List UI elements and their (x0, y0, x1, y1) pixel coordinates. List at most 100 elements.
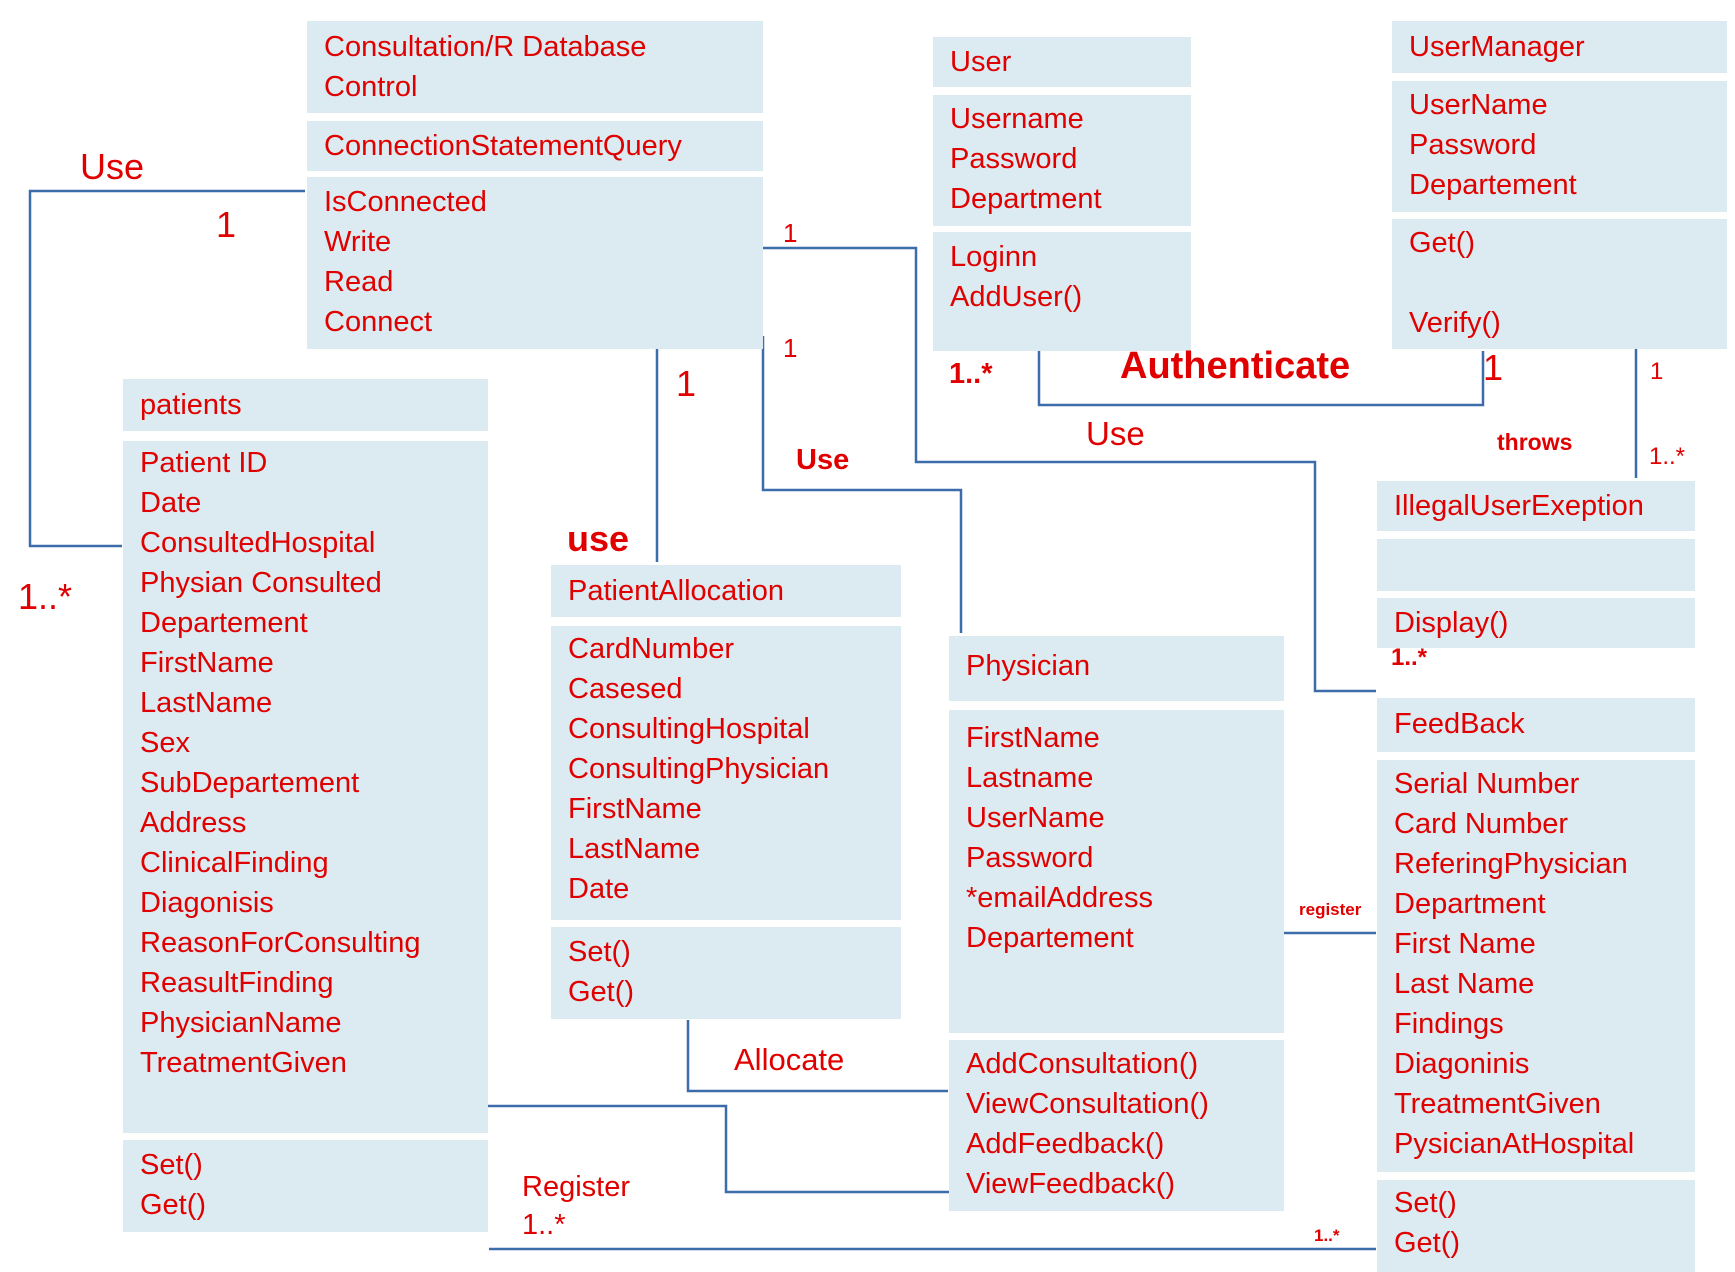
attribute: Departement (1409, 169, 1577, 201)
attribute: Physian Consulted (140, 567, 382, 599)
db-control-methods-box: IsConnected Write Read Connect (307, 177, 763, 349)
attribute: LastName (140, 687, 273, 719)
attribute: First Name (1394, 928, 1536, 960)
label-mult-register-left: 1..* (522, 1209, 566, 1241)
label-mult-exception-bottom: 1..* (1391, 644, 1428, 671)
method: AddConsultation() (966, 1048, 1199, 1080)
method: Display() (1394, 607, 1509, 639)
attribute: ReferingPhysician (1394, 848, 1628, 880)
attribute: SubDepartement (140, 767, 360, 799)
attribute: Last Name (1394, 968, 1535, 1000)
attribute: Password (950, 143, 1078, 175)
method: Set() (568, 936, 631, 968)
class-name: Control (324, 71, 418, 103)
method: Set() (1394, 1187, 1457, 1219)
attribute: ReasonForConsulting (140, 927, 421, 959)
label-mult-db-right-bottom: 1 (783, 333, 798, 363)
usermanager-attributes-box: UserName Password Departement (1392, 81, 1727, 212)
label-throws: throws (1497, 429, 1573, 455)
attribute: Password (1409, 129, 1537, 161)
label-mult-user-bottom: 1..* (949, 358, 993, 390)
patients-methods-box: Set() Get() (123, 1140, 488, 1232)
method: Get() (568, 976, 635, 1008)
label-mult-db-right-top: 1 (783, 218, 798, 248)
method: ViewFeedback() (966, 1168, 1176, 1200)
allocate-line (686, 1020, 948, 1093)
attribute: Lastname (966, 762, 1094, 794)
use-line-db-feedback (763, 246, 1376, 693)
method: AddUser() (950, 281, 1083, 313)
attribute: Department (950, 183, 1102, 215)
attribute: ConnectionStatementQuery (324, 130, 682, 162)
attribute: ConsultingHospital (568, 713, 810, 745)
method (1409, 263, 1710, 303)
attribute: TreatmentGiven (1394, 1088, 1601, 1120)
class-name: PatientAllocation (568, 575, 785, 607)
label-use-physician: Use (796, 444, 850, 476)
method: Write (324, 226, 392, 258)
label-mult-usermanager-auth: 1 (1483, 347, 1504, 388)
method: Get() (1394, 1227, 1461, 1259)
physician-attributes-box: FirstName Lastname UserName Password *em… (949, 710, 1284, 1033)
label-mult-register-right: 1..* (1314, 1226, 1340, 1245)
method: Verify() (1409, 307, 1501, 339)
attribute: Departement (966, 922, 1134, 954)
label-mult-exception-top: 1..* (1649, 443, 1686, 470)
method: AddFeedback() (966, 1128, 1165, 1160)
label-register-small: register (1299, 900, 1362, 919)
method: Loginn (950, 241, 1038, 273)
usermanager-methods-box: Get() Verify() (1392, 219, 1727, 349)
method: Read (324, 266, 394, 298)
attribute: Diagoninis (1394, 1048, 1530, 1080)
attribute: TreatmentGiven (140, 1047, 347, 1079)
attribute: Findings (1394, 1008, 1504, 1040)
label-use-allocation: use (567, 518, 630, 559)
use-line-db-physician (761, 336, 963, 633)
label-use-left: Use (80, 146, 145, 187)
patients-name-box: patients (123, 379, 488, 431)
attribute: Date (140, 487, 202, 519)
attribute: Address (140, 807, 247, 839)
use-line-db-patients (28, 189, 305, 548)
class-name: Physician (966, 650, 1091, 682)
attribute: PysicianAtHospital (1394, 1128, 1635, 1160)
db-control-attributes-box: ConnectionStatementQuery (307, 121, 763, 171)
label-use-feedback: Use (1086, 415, 1145, 452)
attribute: FirstName (140, 647, 274, 679)
attribute: UserName (1409, 89, 1548, 121)
patients-attributes-box: Patient ID Date ConsultedHospital Physia… (123, 441, 488, 1133)
attribute: FirstName (568, 793, 702, 825)
attribute: Patient ID (140, 447, 268, 479)
physician-name-box: Physician (949, 636, 1284, 701)
label-mult-patients-left: 1..* (18, 576, 73, 617)
class-name: Consultation/R Database (324, 31, 647, 63)
class-name: UserManager (1409, 31, 1585, 63)
patientallocation-name-box: PatientAllocation (551, 565, 901, 617)
method: Connect (324, 306, 433, 338)
patients-physician-line (472, 1104, 975, 1194)
class-name: IllegalUserExeption (1394, 490, 1644, 522)
attribute: Serial Number (1394, 768, 1580, 800)
db-control-name-box: Consultation/R Database Control (307, 21, 763, 113)
method: Set() (140, 1149, 203, 1181)
method: ViewConsultation() (966, 1088, 1209, 1120)
attribute: UserName (966, 802, 1105, 834)
physician-methods-box: AddConsultation() ViewConsultation() Add… (949, 1040, 1284, 1211)
user-name-box: User (933, 37, 1191, 87)
label-allocate: Allocate (734, 1042, 845, 1077)
user-methods-box: Loginn AddUser() (933, 232, 1191, 351)
label-register: Register (522, 1171, 630, 1203)
feedback-attributes-box: Serial Number Card Number ReferingPhysic… (1377, 760, 1695, 1172)
attribute: PhysicianName (140, 1007, 342, 1039)
attribute: Departement (140, 607, 308, 639)
usermanager-name-box: UserManager (1392, 21, 1727, 73)
attribute: FirstName (966, 722, 1100, 754)
label-mult-usermanager-throws: 1 (1650, 358, 1664, 385)
feedback-name-box: FeedBack (1377, 698, 1695, 752)
class-name: FeedBack (1394, 708, 1525, 740)
attribute: Diagonisis (140, 887, 274, 919)
method: Get() (1409, 227, 1476, 259)
attribute: Date (568, 873, 630, 905)
label-authenticate: Authenticate (1120, 345, 1351, 387)
